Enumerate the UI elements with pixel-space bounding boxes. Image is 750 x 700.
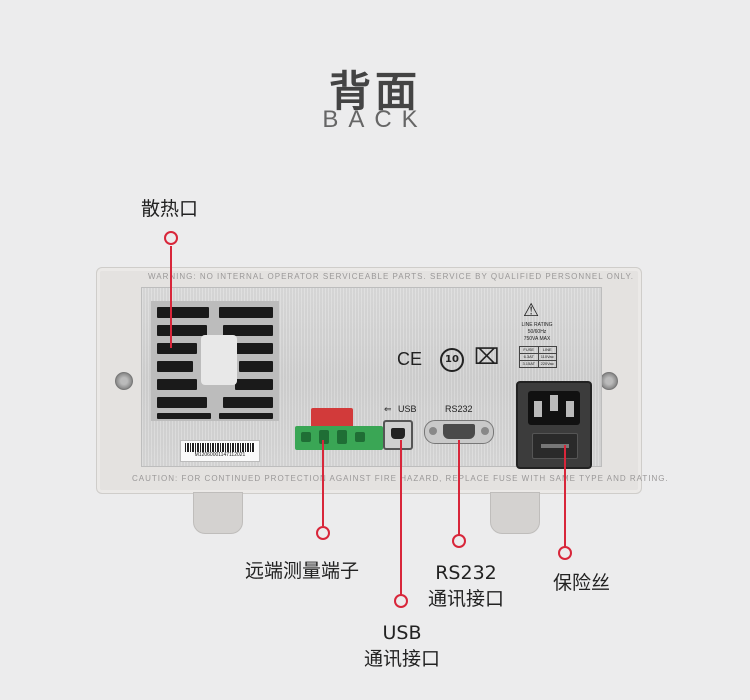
warning-triangle-icon: ⚠: [523, 300, 540, 320]
callout-usb-line2: 通讯接口: [363, 648, 440, 670]
callout-remote-sense-label: 远端测量端子: [245, 560, 360, 582]
callout-fuse-line: [564, 445, 566, 547]
callout-rs232-label: RS232 通讯接口: [424, 560, 508, 612]
callout-vent-dot: [164, 231, 178, 245]
usb-port[interactable]: [383, 420, 413, 450]
right-foot: [490, 492, 540, 534]
callout-rs232-line2: 通讯接口: [427, 588, 504, 610]
serial-label: M12060001147112021: [180, 440, 260, 462]
caution-strip: CAUTION: FOR CONTINUED PROTECTION AGAINS…: [132, 474, 669, 483]
callout-remote-sense-line: [322, 440, 324, 526]
serial-number: M12060001147112021: [194, 452, 246, 458]
fuse-table: FUSE LINE 6.3AT 110Vac 3.15AT 220Vac: [519, 346, 557, 368]
callout-rs232-line1: RS232: [435, 562, 497, 584]
power-inlet-fuse[interactable]: [516, 381, 592, 469]
right-screw: [600, 372, 618, 390]
ce-mark-icon: CE: [397, 349, 423, 369]
left-screw: [115, 372, 133, 390]
usb-port-label: USB: [398, 404, 417, 414]
warning-strip: WARNING: NO INTERNAL OPERATOR SERVICEABL…: [148, 272, 634, 281]
callout-usb-line1: USB: [382, 622, 422, 644]
callout-usb-label: USB 通讯接口: [360, 620, 444, 672]
callout-usb-line: [400, 440, 402, 596]
weee-bin-icon: ⌧: [474, 344, 500, 369]
callout-remote-sense-dot: [316, 526, 330, 540]
left-foot: [193, 492, 243, 534]
callout-usb-dot: [394, 594, 408, 608]
callout-rs232-line: [458, 440, 460, 536]
line-rating-freq: 50/60Hz: [527, 329, 547, 335]
rohs-10-icon: 10: [440, 348, 464, 372]
callout-vent-line: [170, 246, 172, 348]
callout-fuse-label: 保险丝: [553, 572, 611, 594]
callout-vent-label: 散热口: [141, 198, 199, 220]
fan-vent: [151, 301, 279, 421]
rs232-port-label: RS232: [445, 404, 473, 414]
line-rating-block: LINE RATING 50/60Hz 750VA MAX: [515, 322, 559, 343]
line-rating-title: LINE RATING: [521, 322, 553, 328]
callout-rs232-dot: [452, 534, 466, 548]
line-rating-power: 750VA MAX: [523, 336, 551, 342]
usb-symbol-icon: ⇐: [384, 404, 392, 414]
callout-fuse-dot: [558, 546, 572, 560]
page-title: 背面: [328, 67, 421, 116]
page-subtitle: BACK: [322, 106, 428, 133]
remote-sense-terminal: [295, 408, 383, 450]
